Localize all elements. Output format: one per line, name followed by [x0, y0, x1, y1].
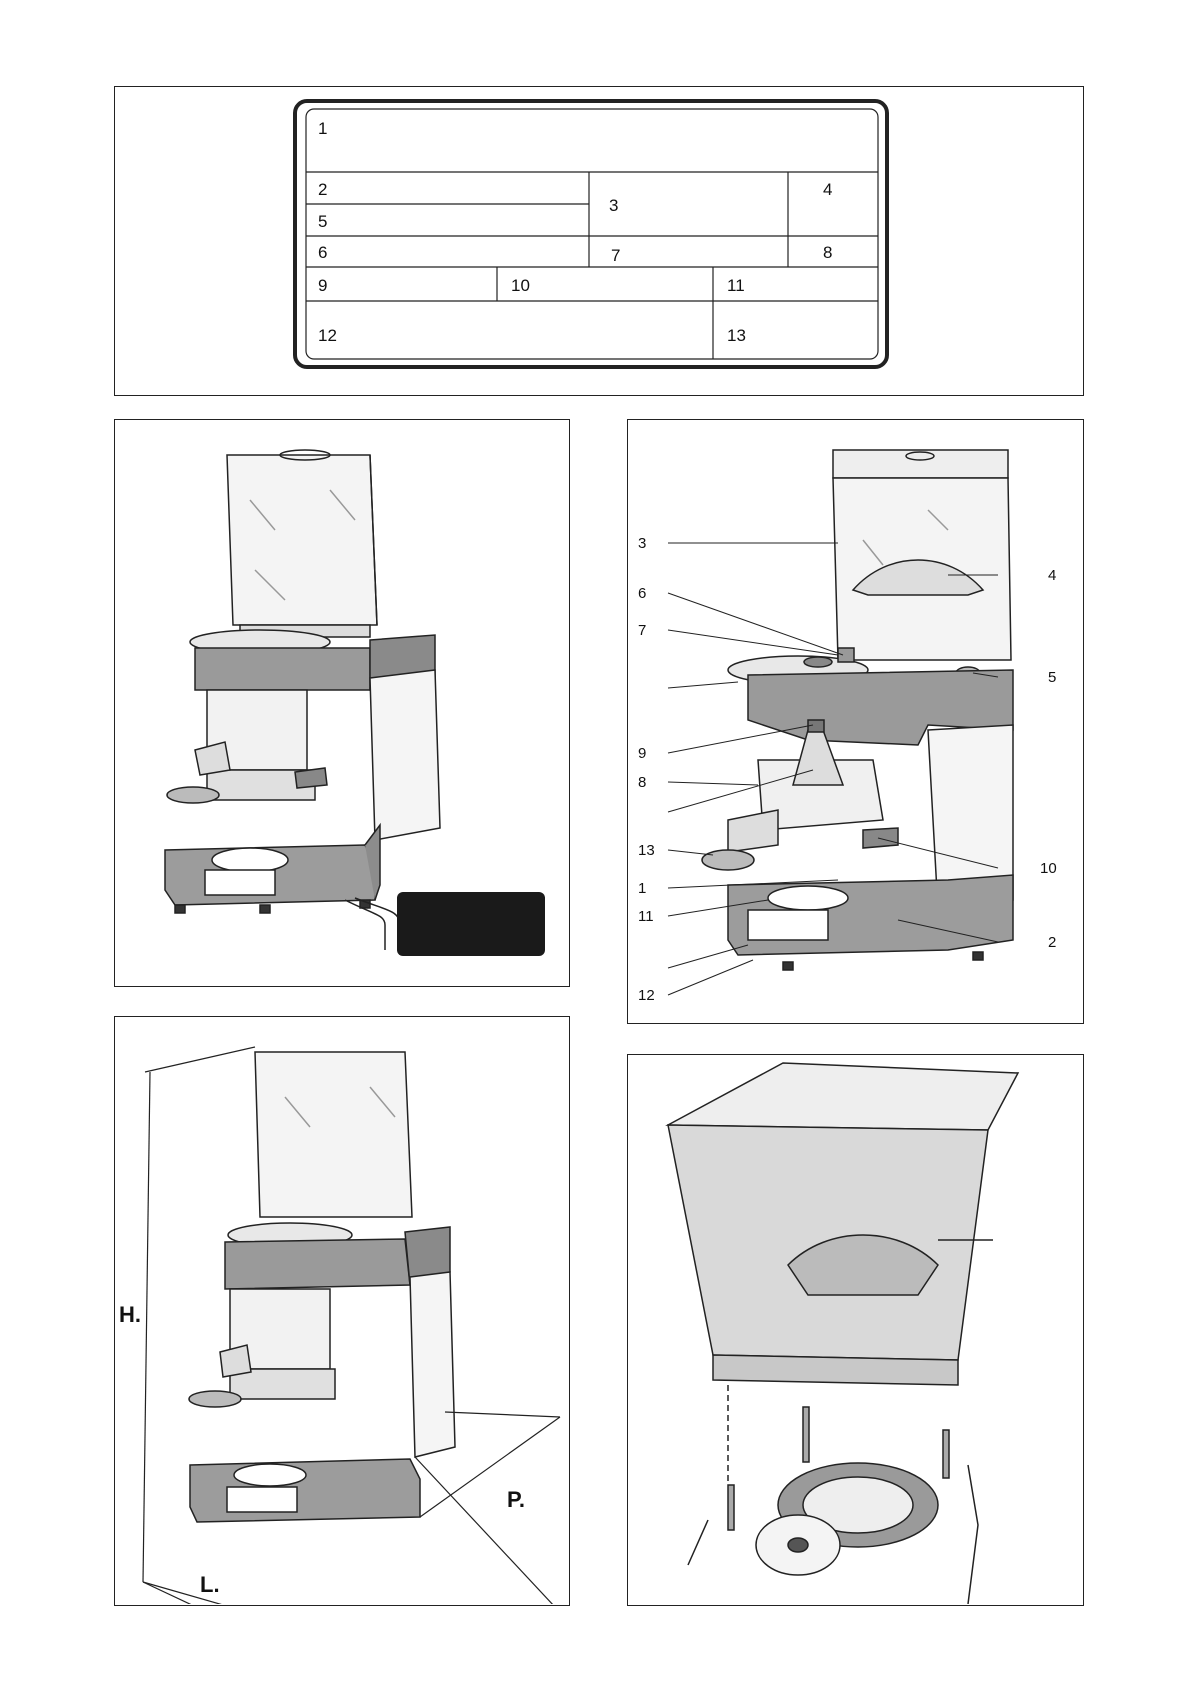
- hopper-mounting-panel: [627, 1054, 1084, 1606]
- callout-2: 2: [1048, 934, 1056, 951]
- plate-field-10: 10: [511, 276, 530, 295]
- callout-7: 7: [638, 622, 646, 639]
- callout-4: 4: [1048, 567, 1056, 584]
- callout-9: 9: [638, 745, 646, 762]
- callout-8: 8: [638, 774, 646, 791]
- components-svg: 3 4 6 7 5 9 8 13 10 1 11 2 12: [628, 420, 1082, 1022]
- body-band: [195, 648, 370, 690]
- plate-field-7: 7: [611, 246, 620, 265]
- rating-plate-panel: 1 2 3 4 5 6 7 8 9 10 11 12 13: [114, 86, 1084, 396]
- dim-body-band: [225, 1239, 410, 1289]
- callout-5: 5: [1048, 669, 1056, 686]
- plate-inner-border: [306, 109, 878, 359]
- plate-outer-border: [295, 101, 887, 367]
- hopper: [227, 455, 377, 625]
- callout-3: 3: [638, 535, 646, 552]
- grinder-overview-svg: [115, 420, 568, 985]
- plate-field-2: 2: [318, 180, 327, 199]
- plate-field-11: 11: [727, 276, 745, 295]
- callout-11: 11: [638, 908, 654, 925]
- rating-plate-svg: 1 2 3 4 5 6 7 8 9 10 11 12 13: [115, 87, 1082, 394]
- hopper-mounting-svg: [628, 1055, 1082, 1604]
- plate-field-6: 6: [318, 243, 327, 262]
- plate-field-13: 13: [727, 326, 746, 345]
- plate-field-8: 8: [823, 243, 832, 262]
- plate-field-9: 9: [318, 276, 327, 295]
- callout-10: 10: [1040, 860, 1057, 877]
- dimensions-svg: H. L. P.: [115, 1017, 568, 1604]
- plate-field-4: 4: [823, 180, 832, 199]
- rating-plate-location: [397, 892, 545, 956]
- grinder-plate-location-panel: [114, 419, 570, 987]
- hopper-lid: [833, 450, 1008, 478]
- dimension-width-label: L.: [200, 1572, 220, 1597]
- dimensions-panel: H. L. P.: [114, 1016, 570, 1606]
- dimension-height-label: H.: [119, 1302, 141, 1327]
- plate-field-5: 5: [318, 212, 327, 231]
- dim-hopper: [255, 1052, 412, 1217]
- plate-field-12: 12: [318, 326, 337, 345]
- hopper-top: [668, 1063, 1018, 1130]
- dim-base: [190, 1459, 420, 1522]
- callout-12: 12: [638, 987, 655, 1004]
- callout-13: 13: [638, 842, 655, 859]
- dimension-depth-label: P.: [507, 1487, 525, 1512]
- callout-6: 6: [638, 585, 646, 602]
- plate-field-1: 1: [318, 119, 327, 138]
- plate-grid: [306, 172, 878, 359]
- components-panel: 3 4 6 7 5 9 8 13 10 1 11 2 12: [627, 419, 1084, 1024]
- callout-1: 1: [638, 880, 646, 897]
- plate-field-3: 3: [609, 196, 618, 215]
